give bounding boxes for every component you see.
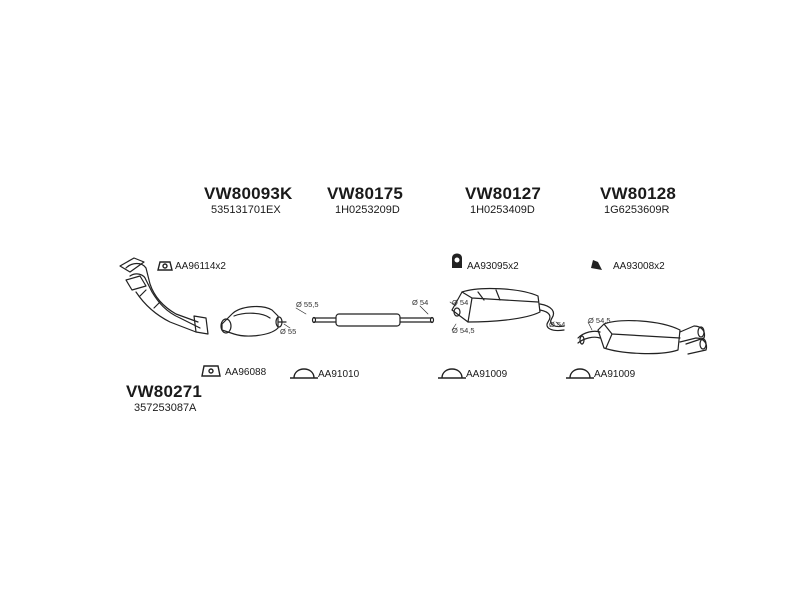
part-code: VW80175 <box>327 184 404 203</box>
part-code: VW80093K <box>204 184 293 203</box>
front-pipe-drawing <box>119 257 209 335</box>
part-number: 1H0253409D <box>470 204 535 216</box>
hanger-icon <box>591 260 602 270</box>
accessory-label: AA91010 <box>318 369 360 380</box>
dimension-label: Ø 54 <box>412 298 429 307</box>
rubber-mount-icon <box>452 253 462 268</box>
dimension-label: Ø 54 <box>549 320 566 329</box>
dimension-label: Ø 54,5 <box>588 316 611 325</box>
gasket-icon <box>201 365 221 377</box>
part-number: 357253087A <box>134 402 197 414</box>
dimension-label: Ø 55,5 <box>296 300 319 309</box>
center-silencer-drawing <box>451 287 565 332</box>
dimension-label: Ø 54 <box>452 298 469 307</box>
accessory-label: AA93095x2 <box>467 261 519 272</box>
part-number: 1G6253609R <box>604 204 670 216</box>
clamp-icon <box>438 368 466 379</box>
accessory-label: AA93008x2 <box>613 261 665 272</box>
accessory-label: AA96088 <box>225 367 267 378</box>
part-code: VW80128 <box>600 184 677 203</box>
clamp-icon <box>290 368 318 379</box>
accessory-label: AA91009 <box>594 369 636 380</box>
rear-silencer-drawing <box>577 320 708 355</box>
part-code: VW80127 <box>465 184 542 203</box>
gasket-icon <box>157 261 173 271</box>
dimension-pointers <box>283 301 593 331</box>
dimension-label: Ø 55 <box>280 327 297 336</box>
middle-silencer-drawing <box>311 313 435 327</box>
dimension-label: Ø 54,5 <box>452 326 475 335</box>
part-number: 535131701EX <box>211 204 281 216</box>
part-code: VW80271 <box>126 382 203 401</box>
catalytic-converter-drawing <box>220 305 287 337</box>
accessory-label: AA91009 <box>466 369 508 380</box>
clamp-icon <box>566 368 594 379</box>
accessory-label: AA96114x2 <box>175 261 226 272</box>
part-number: 1H0253209D <box>335 204 400 216</box>
